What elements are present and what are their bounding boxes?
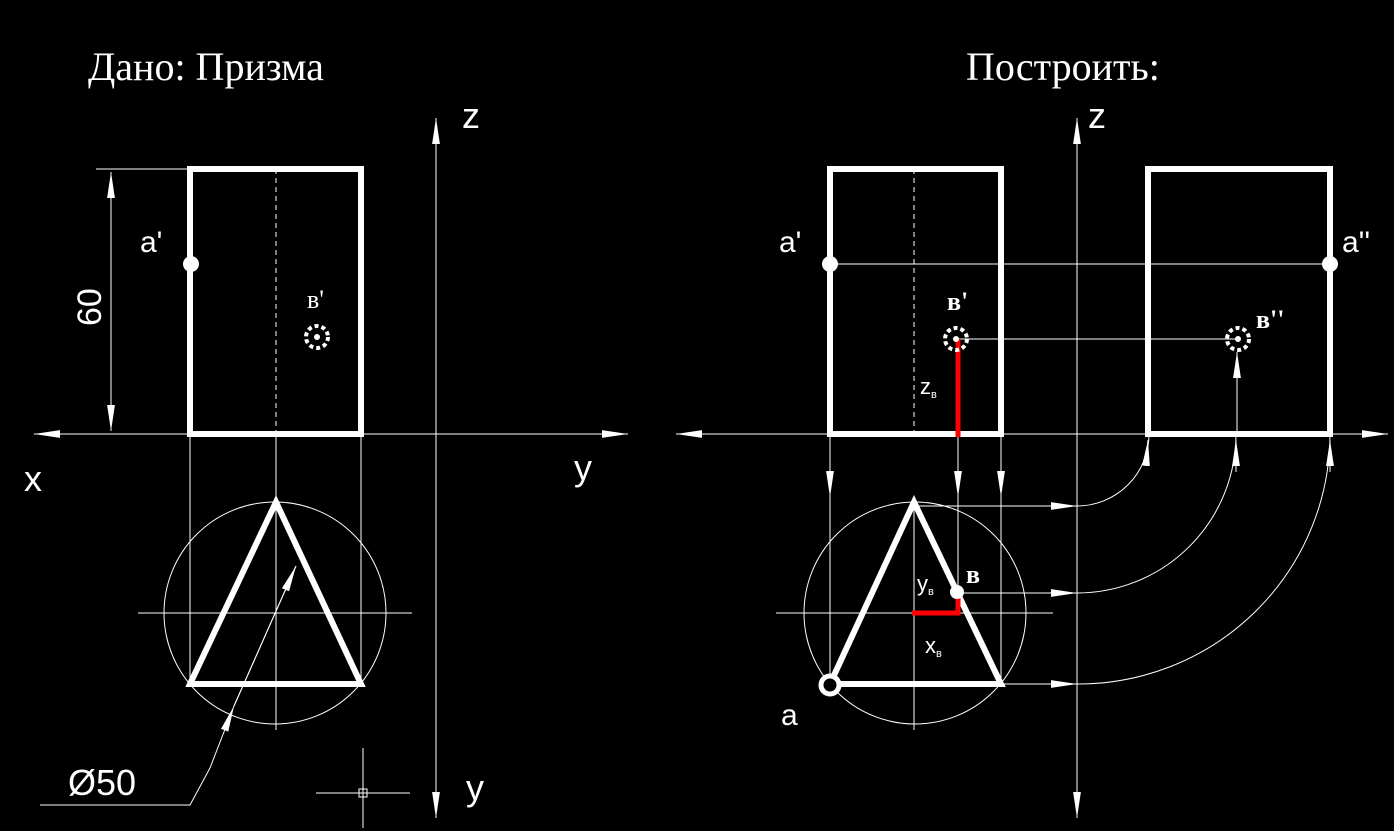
dimension-50-label: Ø50 [68, 762, 136, 803]
z-axis-label-right: z [1088, 95, 1106, 136]
coord-x-label: xв [925, 633, 942, 660]
construct-panel [676, 118, 1388, 818]
transfer-arc-b [1076, 433, 1237, 594]
transfer-arc-base [1076, 433, 1331, 685]
given-title: Дано: Призма [88, 44, 324, 89]
point-b-side [1225, 326, 1251, 352]
cursor-crosshair [316, 748, 410, 828]
coord-y-label: yв [917, 571, 934, 598]
given-panel [34, 118, 628, 828]
point-a-front [183, 256, 199, 272]
side-view-prism [1145, 166, 1333, 437]
coord-xy-segment [912, 593, 961, 616]
dimension-60-label: 60 [71, 288, 109, 326]
point-a-top-label: a [781, 699, 798, 732]
front-view-prism-right [827, 166, 1004, 437]
point-a-front-right [822, 256, 838, 272]
point-b-front-right [943, 326, 969, 352]
transfer-arc-apex-arrow [1142, 439, 1150, 467]
construct-title: Построить: [966, 44, 1160, 89]
top-view-triangle [185, 494, 366, 687]
x-axis-label: x [24, 458, 42, 499]
diameter-50-arrow [209, 705, 235, 769]
point-a-side-label: a'' [1342, 226, 1370, 259]
point-a-top [818, 673, 842, 697]
coord-z-label: zв [920, 374, 937, 401]
point-b-top-label: в [966, 560, 980, 589]
point-b-front-label-right: в' [947, 287, 968, 316]
point-b-front-label: в' [307, 285, 324, 314]
point-b-top [950, 585, 964, 599]
transfer-arc-apex [1076, 433, 1150, 507]
y-axis-label-vertical: y [466, 767, 484, 808]
point-a-side [1322, 256, 1338, 272]
point-b-side-label: в'' [1256, 305, 1285, 334]
diameter-50-leader [40, 767, 211, 806]
point-a-front-label-right: a' [779, 226, 801, 259]
y-axis-label-horizontal: y [574, 447, 592, 488]
diameter-50-line-arrow [233, 565, 297, 707]
z-axis-label-left: z [462, 95, 480, 136]
point-b-front [304, 324, 330, 350]
point-a-front-label: a' [140, 226, 162, 259]
